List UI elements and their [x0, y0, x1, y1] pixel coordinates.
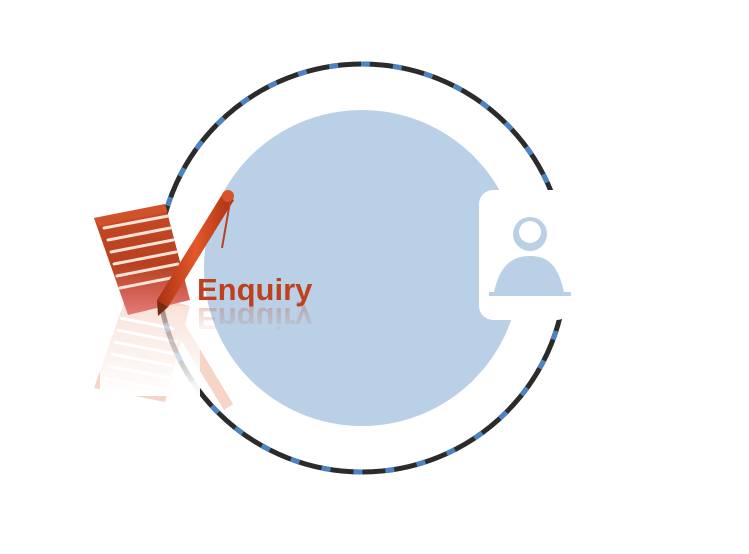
center-circle: [204, 110, 520, 426]
contact-card-icon: [479, 190, 578, 320]
document-pen-icon: [94, 190, 234, 410]
enquiry-label-reflection: Enquiry: [197, 301, 313, 336]
diagram-label: Enquiry Enquiry: [197, 272, 347, 342]
enquiry-label: Enquiry: [197, 272, 313, 307]
